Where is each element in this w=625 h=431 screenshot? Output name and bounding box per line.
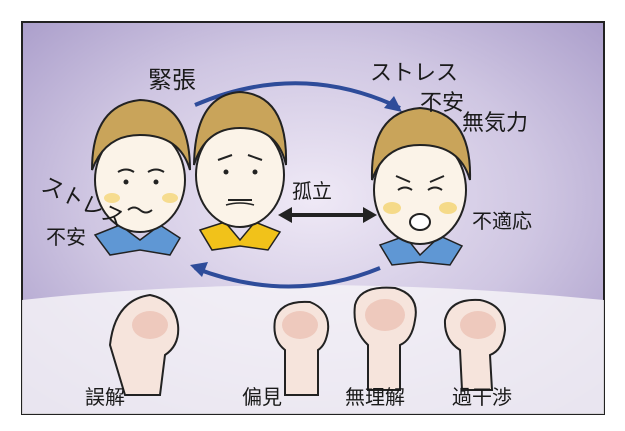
- top-arrow: [194, 81, 401, 110]
- fist-1: [108, 293, 180, 396]
- label-isolation: 孤立: [292, 179, 332, 203]
- hair-right: [370, 106, 472, 181]
- bottom-arrow: [194, 266, 381, 289]
- fist-3: [353, 286, 417, 391]
- person-middle: [193, 90, 288, 251]
- label-misunderstanding: 誤解: [85, 385, 125, 409]
- label-lethargy: 無気力: [462, 111, 528, 136]
- collar-yellow-middle: [198, 221, 282, 251]
- label-anxiety-left: 不安: [46, 225, 86, 249]
- bottom-arrow-head: [190, 262, 208, 277]
- label-maladjustment: 不適応: [472, 209, 532, 233]
- label-anxiety-top-right: 不安: [420, 91, 464, 116]
- top-arrow-head: [384, 96, 402, 112]
- person-right: [370, 106, 472, 266]
- person-left: [91, 98, 191, 256]
- label-lack-of-understanding: 無理解: [345, 385, 405, 409]
- fist-4: [443, 298, 507, 391]
- label-tension: 緊張: [148, 66, 196, 94]
- hair-middle: [193, 90, 288, 166]
- fist-2: [273, 300, 330, 396]
- label-prejudice: 偏見: [242, 385, 282, 409]
- label-stress-top-right: ストレス: [370, 61, 458, 86]
- hair-left: [91, 98, 191, 171]
- isolation-arrow-left-head: [278, 207, 292, 223]
- label-overinterference: 過干渉: [452, 385, 512, 409]
- isolation-arrow-right-head: [363, 207, 377, 223]
